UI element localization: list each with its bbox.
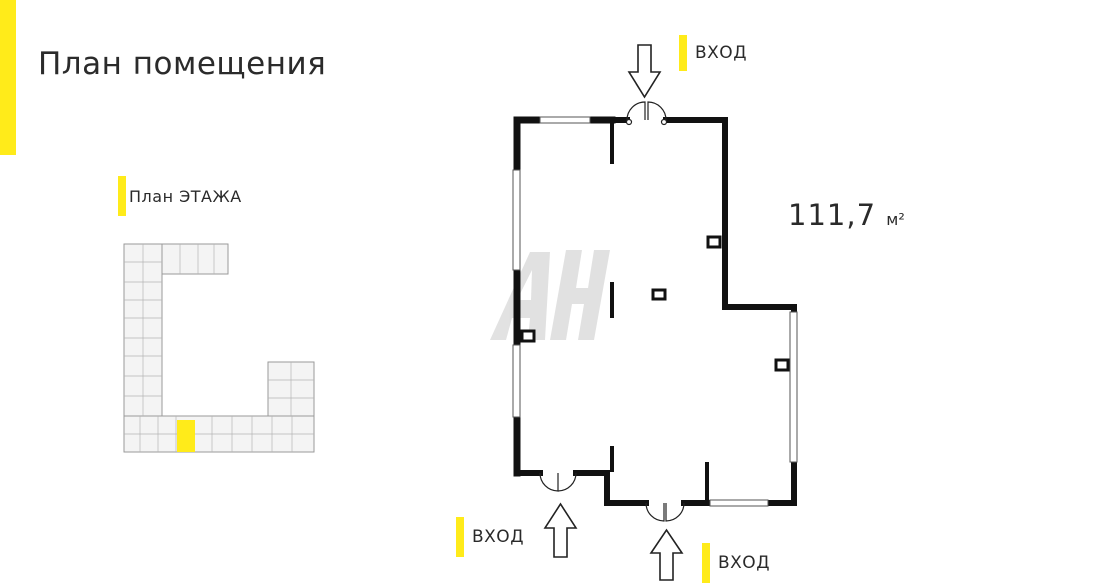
floor-plan-label: План ЭТАЖА — [129, 187, 242, 206]
doors — [539, 101, 685, 522]
entrance-arrows — [543, 44, 684, 581]
area-label: 111,7 м² — [788, 198, 905, 232]
entrance-marker — [679, 35, 687, 71]
entrance-marker — [456, 517, 464, 557]
arrow-up-icon — [543, 502, 578, 558]
area-value: 111,7 — [788, 198, 877, 232]
wall-top-right — [663, 117, 797, 506]
mini-floor-plan — [123, 243, 315, 453]
window-left-1 — [512, 169, 521, 271]
entrance-label-bottom-left: ВХОД — [456, 517, 524, 557]
window-bottom — [709, 499, 769, 507]
title-accent-bar — [0, 0, 16, 155]
entrance-text: ВХОД — [472, 527, 524, 547]
entrance-label-bottom-right: ВХОД — [702, 543, 770, 583]
entrance-marker — [702, 543, 710, 583]
highlighted-unit — [177, 420, 195, 452]
entrance-label-top: ВХОД — [679, 35, 747, 71]
door-bottom-left-a — [539, 472, 559, 492]
door-bottom-center-a — [645, 502, 665, 522]
entrance-text: ВХОД — [695, 43, 747, 63]
door-bottom-center-b — [665, 502, 685, 522]
entrance-text: ВХОД — [718, 553, 770, 573]
door-top-right-leaf — [647, 101, 667, 121]
door-bottom-left-b — [557, 472, 577, 492]
watermark-logo — [490, 250, 610, 340]
door-top-left-leaf — [626, 101, 646, 121]
arrow-down-icon — [627, 44, 662, 99]
window-left-2 — [512, 344, 521, 418]
arrow-up-icon — [649, 528, 684, 581]
columns — [520, 235, 790, 372]
windows — [512, 116, 798, 507]
floor-label-marker — [118, 176, 126, 216]
page-title: План помещения — [38, 46, 327, 82]
window-top — [539, 116, 591, 124]
window-right — [789, 311, 798, 463]
area-unit: м² — [886, 210, 905, 229]
